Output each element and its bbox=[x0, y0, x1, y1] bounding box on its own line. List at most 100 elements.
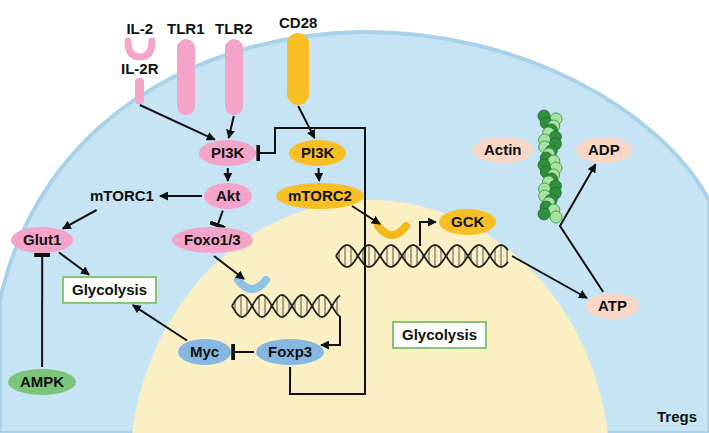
dna-rung bbox=[345, 245, 346, 266]
glycolysis-to-atp-arrow bbox=[512, 256, 587, 298]
dna-helix bbox=[232, 295, 340, 317]
mtorc2-binding-site bbox=[378, 226, 406, 235]
node-label: TLR2 bbox=[215, 20, 253, 38]
dna-rung bbox=[417, 247, 418, 266]
molecule-ellipse: Glut1 bbox=[11, 227, 73, 253]
molecule-ellipse: mTORC2 bbox=[276, 183, 364, 209]
node-label: Glut1 bbox=[23, 231, 61, 249]
molecule-ellipse: Akt bbox=[204, 183, 252, 209]
dna-rung bbox=[307, 298, 308, 314]
dna-rung bbox=[259, 296, 260, 316]
activation-arrow bbox=[133, 305, 187, 340]
gene-to-foxp3-arrow bbox=[321, 316, 340, 345]
node-label: GCK bbox=[451, 213, 484, 231]
node-label: Actin bbox=[484, 141, 522, 159]
activation-arrow bbox=[227, 168, 229, 181]
node-label: mTORC2 bbox=[288, 187, 352, 205]
node-label: TLR1 bbox=[167, 20, 205, 38]
inhibition-line bbox=[218, 211, 223, 226]
dna-rung bbox=[501, 245, 502, 267]
actin-monomer bbox=[550, 211, 562, 223]
dna-strand bbox=[336, 245, 508, 267]
node-label: IL-2 bbox=[126, 20, 153, 38]
dna-rung bbox=[453, 247, 454, 266]
dna-rung bbox=[319, 296, 320, 316]
cell-label: Tregs bbox=[657, 408, 697, 425]
dna-rung bbox=[459, 245, 460, 266]
molecule-ellipse: Myc bbox=[178, 339, 231, 365]
node-label: ATP bbox=[598, 297, 627, 315]
molecule-ellipse: PI3K bbox=[289, 140, 346, 166]
dna-rung bbox=[277, 298, 278, 314]
receptor: TLR1 bbox=[167, 20, 205, 115]
node-label: Foxp3 bbox=[268, 343, 312, 361]
receptor-body bbox=[177, 39, 195, 115]
molecule-ellipse: Actin bbox=[472, 137, 534, 163]
receptor: IL-2IL-2R bbox=[121, 20, 159, 104]
receptor-body bbox=[287, 33, 309, 105]
molecule-ellipse: Foxo1/3 bbox=[172, 227, 253, 253]
dna-rung bbox=[337, 298, 338, 314]
molecule-ellipse: AMPK bbox=[8, 369, 76, 395]
molecule-ellipse: Foxp3 bbox=[256, 339, 324, 365]
node-label: IL-2R bbox=[121, 60, 159, 78]
dna-rung bbox=[301, 295, 302, 317]
node-label: Myc bbox=[190, 343, 219, 361]
actin-monomer bbox=[538, 208, 550, 220]
process-box: Glycolysis bbox=[392, 321, 487, 349]
actin-filament bbox=[538, 110, 562, 223]
node-label: ADP bbox=[588, 141, 620, 159]
dna-rung bbox=[435, 245, 436, 267]
dna-rung bbox=[507, 249, 508, 263]
node-label: PI3K bbox=[301, 144, 334, 162]
foxo-to-dna-arrow bbox=[214, 256, 244, 279]
foxo-binding-site bbox=[238, 280, 266, 289]
node-label: CD28 bbox=[279, 14, 317, 32]
dna-rung bbox=[483, 247, 484, 266]
activation-arrow bbox=[63, 210, 97, 229]
receptor: TLR2 bbox=[215, 20, 253, 115]
node-label: mTORC1 bbox=[90, 187, 154, 205]
dna-rung bbox=[265, 296, 266, 316]
activation-arrow bbox=[560, 164, 603, 292]
dna-strand bbox=[336, 245, 508, 267]
process-box: Glycolysis bbox=[62, 276, 157, 304]
inhibition-line bbox=[41, 255, 43, 367]
inhibition-line bbox=[233, 351, 254, 353]
receptor-cup-shape bbox=[128, 41, 152, 57]
node-label: Glycolysis bbox=[402, 326, 477, 344]
dna-rung bbox=[363, 249, 364, 263]
receptor-body bbox=[225, 39, 243, 115]
activation-arrow bbox=[298, 106, 314, 138]
nucleus bbox=[130, 200, 610, 433]
dna-rung bbox=[441, 249, 442, 263]
dna-rung bbox=[241, 295, 242, 317]
node-label: Foxo1/3 bbox=[184, 231, 241, 249]
dna-rung bbox=[247, 298, 248, 314]
dna-rung bbox=[495, 249, 496, 263]
dna-rung bbox=[387, 247, 388, 266]
molecule-ellipse: ADP bbox=[576, 137, 632, 163]
dna-rung bbox=[325, 296, 326, 316]
molecule-ellipse: PI3K bbox=[199, 140, 256, 166]
activation-arrow bbox=[59, 253, 89, 275]
node-label: Akt bbox=[216, 187, 240, 205]
dna-rung bbox=[283, 295, 284, 317]
dna-rung bbox=[375, 249, 376, 263]
gene-to-gck-arrow bbox=[420, 222, 436, 246]
inhibition-line bbox=[258, 128, 365, 394]
dna-rung bbox=[411, 245, 412, 266]
dna-rung bbox=[351, 247, 352, 266]
molecule-label: mTORC1 bbox=[86, 183, 158, 209]
molecule-ellipse: ATP bbox=[586, 293, 639, 319]
molecule-ellipse: GCK bbox=[439, 209, 496, 235]
receptor: CD28 bbox=[279, 14, 317, 105]
dna-rung bbox=[369, 245, 370, 267]
activation-arrow bbox=[229, 116, 234, 138]
dna-rung bbox=[477, 245, 478, 266]
activation-arrow bbox=[160, 195, 202, 197]
node-label: AMPK bbox=[20, 373, 64, 391]
dna-helix bbox=[336, 245, 508, 267]
